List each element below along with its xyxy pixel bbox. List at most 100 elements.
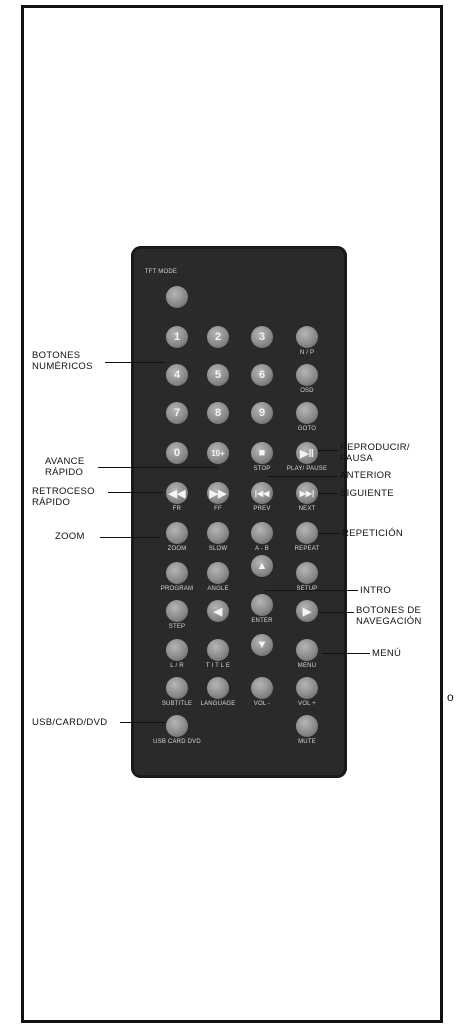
num-4-button[interactable]: 4 — [166, 364, 188, 386]
tft-mode-label: TFT MODE — [145, 269, 177, 275]
num-3-button[interactable]: 3 — [251, 326, 273, 348]
num-2-button[interactable]: 2 — [207, 326, 229, 348]
num-6-button[interactable]: 6 — [251, 364, 273, 386]
prev-button[interactable]: |◀◀ — [251, 482, 273, 504]
callout-reproducir-pausa: REPRODUCIR/ PAUSA — [340, 442, 410, 464]
num-1-button[interactable]: 1 — [166, 326, 188, 348]
angle-label: ANGLE — [207, 586, 228, 592]
ff-button[interactable]: ▶▶ — [207, 482, 229, 504]
mute-button[interactable] — [296, 715, 318, 737]
osd-label: OSD — [300, 388, 314, 394]
callout-retroceso-rapido: RETROCESO RÁPIDO — [32, 486, 95, 508]
osd-button[interactable] — [296, 364, 318, 386]
n-p-button[interactable] — [296, 326, 318, 348]
leader-usb-card-dvd — [120, 722, 166, 723]
right-button[interactable]: ▶ — [296, 600, 318, 622]
setup-label: SETUP — [296, 586, 317, 592]
num-10plus-button[interactable]: 10+ — [207, 442, 229, 464]
setup-button[interactable] — [296, 562, 318, 584]
ff-label: FF — [214, 506, 222, 512]
num-1-glyph: 1 — [174, 331, 180, 343]
enter-label: ENTER — [251, 618, 272, 624]
l-r-label: L / R — [170, 663, 183, 669]
num-7-glyph: 7 — [174, 407, 180, 419]
enter-button[interactable] — [251, 594, 273, 616]
num-6-glyph: 6 — [259, 369, 265, 381]
n-p-label: N / P — [300, 350, 314, 356]
vol-minus-button[interactable] — [251, 677, 273, 699]
goto-label: GOTO — [298, 426, 316, 432]
usb-card-dvd-label: USB CARD DVD — [153, 739, 201, 745]
num-9-button[interactable]: 9 — [251, 402, 273, 424]
num-2-glyph: 2 — [215, 331, 221, 343]
repeat-button[interactable] — [296, 522, 318, 544]
num-0-glyph: 0 — [174, 447, 180, 459]
subtitle-button[interactable] — [166, 677, 188, 699]
up-glyph: ▲ — [257, 560, 268, 572]
down-button[interactable]: ▼ — [251, 634, 273, 656]
play-pause-label: PLAY/ PAUSE — [287, 466, 327, 472]
up-button[interactable]: ▲ — [251, 555, 273, 577]
a-b-button[interactable] — [251, 522, 273, 544]
fr-glyph: ◀◀ — [169, 487, 186, 500]
next-button[interactable]: ▶▶| — [296, 482, 318, 504]
zoom-button[interactable] — [166, 522, 188, 544]
goto-button[interactable] — [296, 402, 318, 424]
prev-glyph: |◀◀ — [255, 489, 270, 498]
leader-anterior — [268, 476, 338, 477]
down-glyph: ▼ — [257, 639, 268, 651]
right-glyph: ▶ — [303, 605, 311, 618]
next-glyph: ▶▶| — [300, 489, 315, 498]
leader-siguiente — [318, 493, 338, 494]
stop-glyph: ■ — [259, 447, 266, 459]
leader-avance-rapido — [98, 467, 218, 468]
title-button[interactable] — [207, 639, 229, 661]
language-button[interactable] — [207, 677, 229, 699]
subtitle-label: SUBTITLE — [162, 701, 192, 707]
left-button[interactable]: ◀ — [207, 600, 229, 622]
callout-intro: INTRO — [360, 585, 391, 596]
angle-button[interactable] — [207, 562, 229, 584]
mute-label: MUTE — [298, 739, 316, 745]
repeat-label: REPEAT — [295, 546, 320, 552]
leader-botones-navegacion — [318, 612, 354, 613]
vol-plus-label: VOL + — [298, 701, 316, 707]
stop-button[interactable]: ■ — [251, 442, 273, 464]
title-label: T I T L E — [206, 663, 230, 669]
num-0-button[interactable]: 0 — [166, 442, 188, 464]
leader-menu — [322, 653, 370, 654]
next-label: NEXT — [299, 506, 316, 512]
vol-plus-button[interactable] — [296, 677, 318, 699]
callout-botones-navegacion: BOTONES DE NAVEGACIÓN — [356, 605, 422, 627]
menu-button[interactable] — [296, 639, 318, 661]
usb-card-dvd-button[interactable] — [166, 715, 188, 737]
callout-botones-numericos: BOTONES NUMÉRICOS — [32, 350, 93, 372]
tft-mode-button[interactable] — [166, 286, 188, 308]
step-label: STEP — [169, 624, 185, 630]
fr-button[interactable]: ◀◀ — [166, 482, 188, 504]
play-pause-button[interactable]: ▶‖ — [296, 442, 318, 464]
callout-menu: MENÚ — [372, 648, 401, 659]
callout-repeticion: REPETICIÓN — [342, 528, 403, 539]
a-b-label: A - B — [255, 546, 269, 552]
remote-control: TFT MODE — [131, 246, 347, 778]
num-9-glyph: 9 — [259, 407, 265, 419]
leader-retroceso-rapido — [108, 492, 163, 493]
num-8-button[interactable]: 8 — [207, 402, 229, 424]
leader-botones-numericos — [105, 362, 165, 363]
num-10plus-glyph: 10+ — [211, 449, 225, 458]
fr-label: FR — [173, 506, 181, 512]
callout-usb-card-dvd: USB/CARD/DVD — [32, 717, 107, 728]
callout-zoom: ZOOM — [55, 531, 85, 542]
stop-label: STOP — [253, 466, 270, 472]
program-button[interactable] — [166, 562, 188, 584]
slow-button[interactable] — [207, 522, 229, 544]
num-8-glyph: 8 — [215, 407, 221, 419]
l-r-button[interactable] — [166, 639, 188, 661]
program-label: PROGRAM — [161, 586, 193, 592]
num-7-button[interactable]: 7 — [166, 402, 188, 424]
leader-zoom — [100, 537, 160, 538]
vol-minus-label: VOL - — [254, 701, 270, 707]
num-5-button[interactable]: 5 — [207, 364, 229, 386]
step-button[interactable] — [166, 600, 188, 622]
